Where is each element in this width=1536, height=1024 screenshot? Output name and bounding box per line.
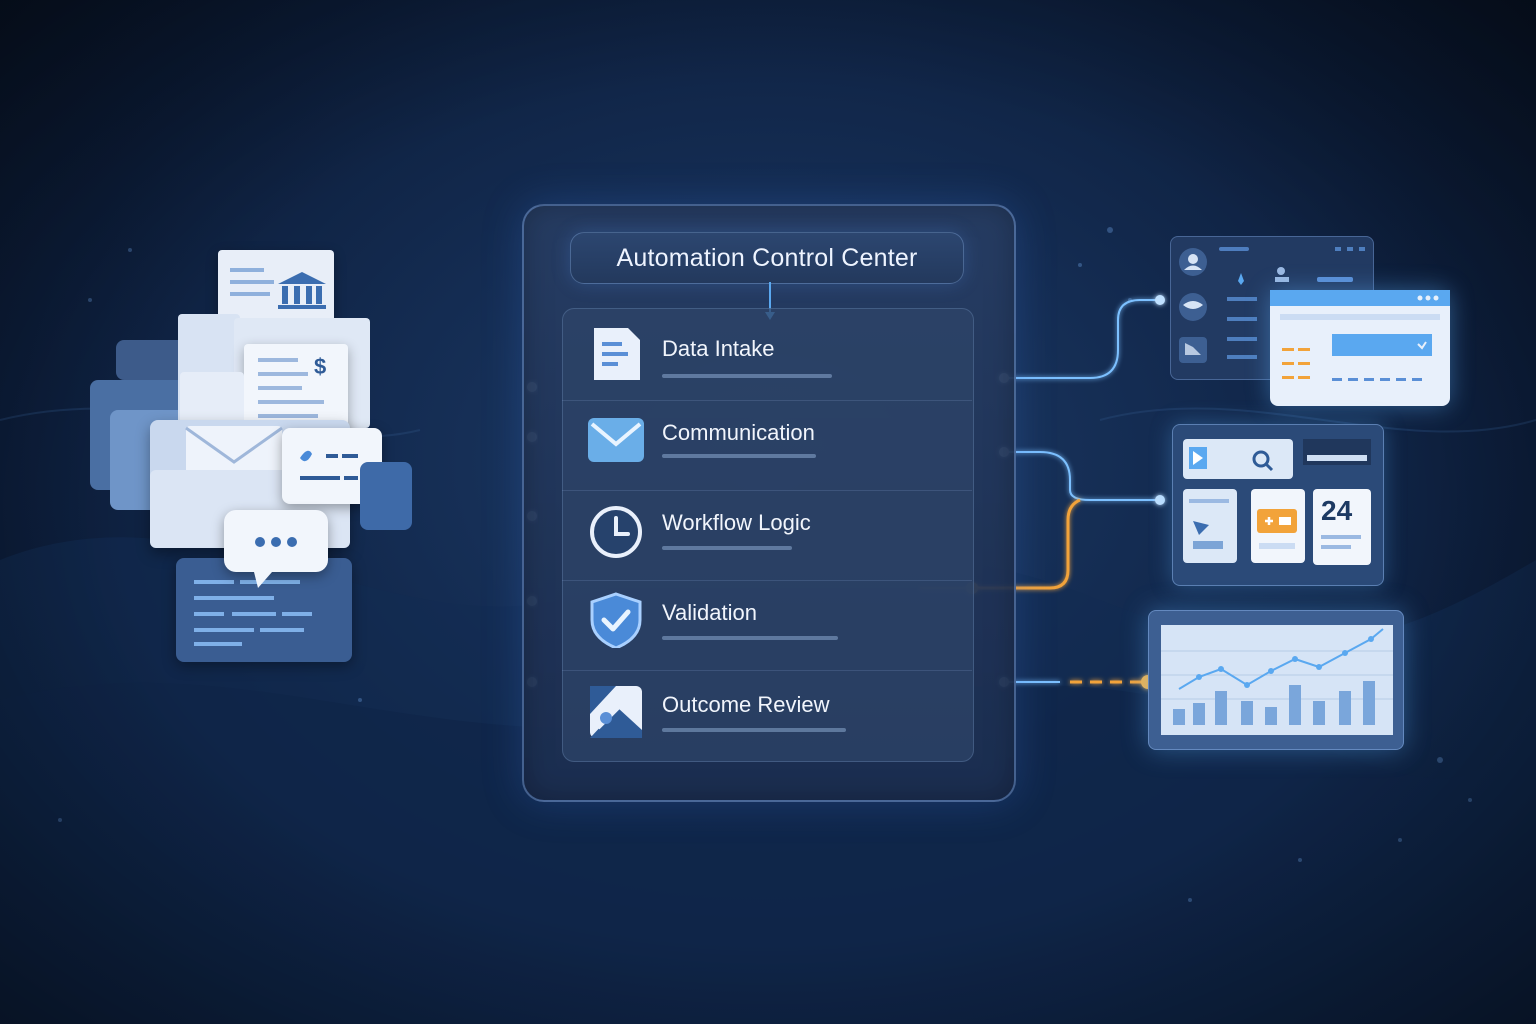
calendar-day: 24 — [1321, 495, 1353, 526]
step-label: Validation — [662, 600, 757, 625]
step-workflow-logic[interactable]: Workflow Logic — [562, 490, 972, 581]
step-bar — [662, 546, 792, 550]
chat-bubble-icon — [224, 510, 328, 588]
step-bar — [662, 728, 846, 732]
folder-icon — [360, 462, 412, 530]
analytics-chart-panel — [1148, 610, 1404, 750]
panel-title: Automation Control Center — [570, 232, 964, 284]
shield-check-icon — [590, 592, 642, 648]
document-icon — [594, 328, 640, 380]
clock-icon — [590, 506, 642, 558]
dashboard-window — [1270, 290, 1450, 406]
invoice-document-icon: $ — [244, 344, 348, 432]
step-communication[interactable]: Communication — [562, 400, 972, 491]
step-data-intake[interactable]: Data Intake — [562, 310, 972, 401]
apps-panel: 24 — [1172, 424, 1384, 586]
envelope-icon — [588, 418, 644, 462]
image-review-icon — [590, 686, 642, 738]
step-bar — [662, 374, 832, 378]
step-label: Workflow Logic — [662, 510, 811, 535]
step-label: Outcome Review — [662, 692, 830, 717]
step-label: Communication — [662, 420, 815, 445]
step-label: Data Intake — [662, 336, 775, 361]
step-outcome-review[interactable]: Outcome Review — [562, 670, 972, 760]
step-validation[interactable]: Validation — [562, 580, 972, 671]
step-bar — [662, 454, 816, 458]
svg-text:$: $ — [314, 354, 326, 379]
step-bar — [662, 636, 838, 640]
